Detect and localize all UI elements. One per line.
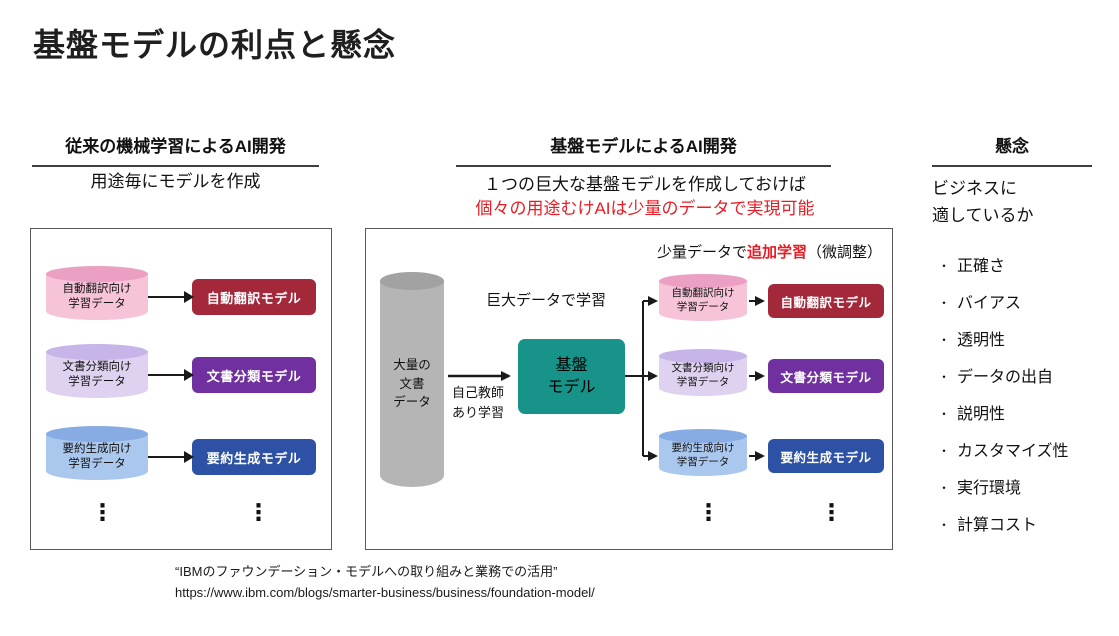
cylinder-label-line1: 自動翻訳向け bbox=[62, 283, 132, 296]
concern-label: 透明性 bbox=[957, 332, 1006, 349]
concern-label: 実行環境 bbox=[957, 480, 1022, 497]
cylinder-label-line2: 学習データ bbox=[676, 456, 730, 468]
self-supervised-line2: あり学習 bbox=[452, 404, 505, 420]
bullet-icon: ・ bbox=[938, 407, 951, 421]
training-data-cylinder-classification: 文書分類向け 学習データ bbox=[659, 349, 747, 396]
concerns-heading: 懸念 bbox=[932, 132, 1092, 167]
diagram-arrows bbox=[448, 296, 765, 461]
cylinder-label-line2: 学習データ bbox=[676, 376, 730, 388]
big-data-label-line2: 文書 bbox=[399, 376, 425, 391]
left-row-classification: 文書分類向け 学習データ 文書分類モデル bbox=[46, 344, 316, 398]
cylinder-label-line2: 学習データ bbox=[676, 301, 730, 313]
finetune-suffix: （微調整） bbox=[806, 244, 882, 261]
ellipsis-icon: ⋮ bbox=[247, 499, 270, 525]
training-data-cylinder-translation: 自動翻訳向け 学習データ bbox=[46, 266, 148, 320]
cylinder-label-line1: 文書分類向け bbox=[671, 362, 735, 375]
cylinder-label-line2: 学習データ bbox=[68, 376, 126, 388]
concern-label: バイアス bbox=[957, 295, 1022, 312]
big-data-label-line1: 大量の bbox=[393, 357, 431, 372]
traditional-ml-panel: 自動翻訳向け 学習データ 自動翻訳モデル 文書分類向け 学習データ 文書分類モデ… bbox=[30, 228, 332, 550]
concern-item: ・ 説明性 bbox=[938, 400, 1069, 424]
concern-label: 計算コスト bbox=[957, 517, 1038, 534]
cylinder-label-line1: 要約生成向け bbox=[62, 443, 132, 456]
ellipsis-icon: ⋮ bbox=[91, 499, 114, 525]
model-box-summarization: 要約生成モデル bbox=[768, 439, 884, 473]
model-box-classification: 文書分類モデル bbox=[192, 357, 316, 393]
ellipsis-icon: ⋮ bbox=[697, 499, 720, 525]
left-row-summarization: 要約生成向け 学習データ 要約生成モデル bbox=[46, 426, 316, 480]
concern-item: ・ カスタマイズ性 bbox=[938, 437, 1069, 461]
concern-item: ・ 計算コスト bbox=[938, 511, 1069, 535]
training-data-cylinder-summarization: 要約生成向け 学習データ bbox=[46, 426, 148, 480]
concern-item: ・ バイアス bbox=[938, 289, 1069, 313]
concern-label: 説明性 bbox=[957, 406, 1006, 423]
arrow-right-icon bbox=[148, 295, 192, 299]
cylinder-label-line1: 自動翻訳向け bbox=[671, 287, 735, 300]
model-box-translation: 自動翻訳モデル bbox=[768, 284, 884, 318]
concern-label: カスタマイズ性 bbox=[957, 443, 1069, 460]
finetune-highlight: 追加学習 bbox=[746, 244, 807, 261]
foundation-model-panel: 少量データで追加学習（微調整） 巨大データで学習 大量の 文書 データ 自己教師… bbox=[365, 228, 893, 550]
bullet-icon: ・ bbox=[938, 333, 951, 347]
finetune-label: 少量データで追加学習（微調整） bbox=[657, 241, 882, 262]
bullet-icon: ・ bbox=[938, 259, 951, 273]
bullet-icon: ・ bbox=[938, 444, 951, 458]
left-row-translation: 自動翻訳向け 学習データ 自動翻訳モデル bbox=[46, 266, 316, 320]
model-box-translation: 自動翻訳モデル bbox=[192, 279, 316, 315]
bullet-icon: ・ bbox=[938, 370, 951, 384]
training-data-cylinder-summarization: 要約生成向け 学習データ bbox=[659, 429, 747, 476]
self-supervised-line1: 自己教師 bbox=[452, 385, 505, 400]
big-data-label-line3: データ bbox=[393, 395, 431, 410]
self-supervised-label: 自己教師 あり学習 bbox=[452, 383, 504, 422]
concern-item: ・ 実行環境 bbox=[938, 474, 1069, 498]
large-document-data-cylinder: 大量の 文書 データ bbox=[380, 272, 444, 487]
ellipsis-icon: ⋮ bbox=[820, 499, 843, 525]
concerns-list: ・ 正確さ ・ バイアス ・ 透明性 ・ データの出自 ・ 説明性 ・ カスタマ… bbox=[938, 252, 1069, 548]
cylinder-label-line2: 学習データ bbox=[68, 298, 126, 310]
concern-label: データの出自 bbox=[957, 369, 1054, 386]
foundation-model-box: 基盤 モデル bbox=[518, 339, 625, 414]
cylinder-label-line2: 学習データ bbox=[68, 458, 126, 470]
model-box-summarization: 要約生成モデル bbox=[192, 439, 316, 475]
left-column-subheading: 用途毎にモデルを作成 bbox=[90, 172, 261, 191]
big-data-training-label: 巨大データで学習 bbox=[486, 292, 607, 309]
center-column-heading: 基盤モデルによるAI開発 bbox=[456, 132, 831, 167]
finetune-prefix: 少量データで bbox=[656, 244, 747, 261]
foundation-label-line1: 基盤 bbox=[555, 356, 588, 374]
left-column-heading: 従来の機械学習によるAI開発 bbox=[32, 132, 319, 167]
concern-label: 正確さ bbox=[957, 258, 1006, 275]
concern-item: ・ 正確さ bbox=[938, 252, 1069, 276]
concerns-subheading-line1: ビジネスに bbox=[932, 179, 1017, 198]
foundation-label-line2: モデル bbox=[547, 378, 596, 396]
citation-url[interactable]: https://www.ibm.com/blogs/smarter-busine… bbox=[175, 585, 595, 601]
slide-title: 基盤モデルの利点と懸念 bbox=[33, 27, 397, 63]
citation-block: “IBMのファウンデーション・モデルへの取り組みと業務での活用” https:/… bbox=[175, 561, 595, 604]
training-data-cylinder-translation: 自動翻訳向け 学習データ bbox=[659, 274, 747, 321]
cylinder-label-line1: 要約生成向け bbox=[671, 442, 735, 455]
bullet-icon: ・ bbox=[938, 518, 951, 532]
concern-item: ・ データの出自 bbox=[938, 363, 1069, 387]
arrow-right-icon bbox=[148, 455, 192, 459]
bullet-icon: ・ bbox=[938, 296, 951, 310]
arrow-right-icon bbox=[148, 373, 192, 377]
concerns-subheading-line2: 適しているか bbox=[932, 206, 1034, 226]
bullet-icon: ・ bbox=[938, 481, 951, 495]
center-subheading-red: 個々の用途むけAIは少量のデータで実現可能 bbox=[475, 199, 815, 218]
training-data-cylinder-classification: 文書分類向け 学習データ bbox=[46, 344, 148, 398]
cylinder-label-line1: 文書分類向け bbox=[62, 361, 132, 374]
concern-item: ・ 透明性 bbox=[938, 326, 1069, 350]
concerns-subheading: ビジネスに 適しているか bbox=[932, 175, 1034, 229]
model-box-classification: 文書分類モデル bbox=[768, 359, 884, 393]
center-subheading: １つの巨大な基盤モデルを作成しておけば bbox=[484, 175, 806, 194]
citation-text: “IBMのファウンデーション・モデルへの取り組みと業務での活用” bbox=[175, 564, 558, 579]
